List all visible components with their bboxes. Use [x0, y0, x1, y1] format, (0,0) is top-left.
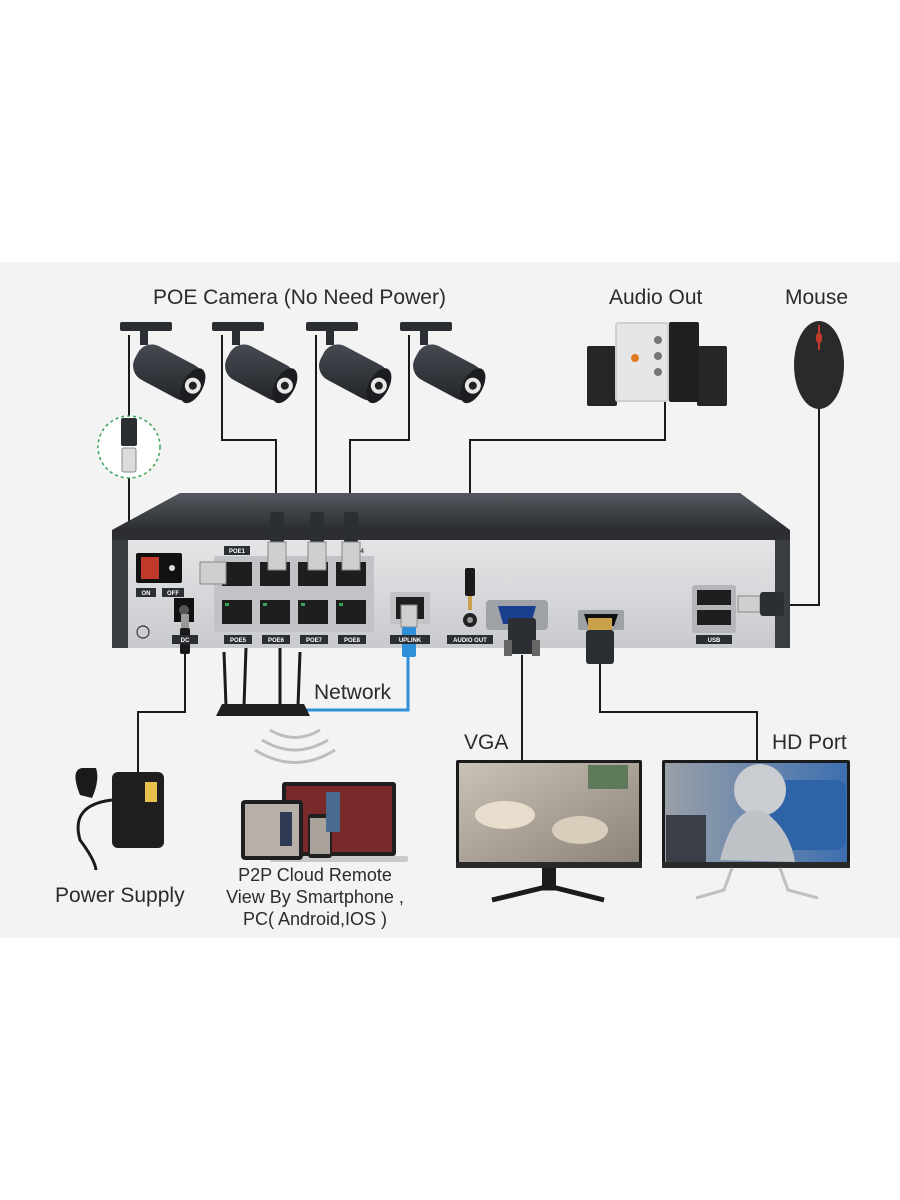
mouse-label: Mouse — [785, 286, 849, 309]
vga-label: VGA — [464, 731, 509, 754]
power-cable — [137, 650, 186, 772]
mouse-icon — [794, 321, 844, 409]
p2p-line-1: P2P Cloud Remote — [238, 865, 392, 885]
dc-plug — [180, 614, 190, 654]
vga-plug — [504, 618, 540, 656]
poe-camera-3 — [306, 322, 392, 404]
label-poe4: 4 — [360, 549, 364, 555]
vga-monitor — [456, 760, 642, 903]
power-adapter-icon — [75, 768, 164, 871]
network-cable — [300, 655, 410, 712]
label-off: OFF — [167, 591, 179, 597]
power-supply-label: Power Supply — [55, 884, 185, 907]
label-poe7: POE7 — [306, 638, 323, 644]
hd-port-label: HD Port — [772, 731, 847, 754]
p2p-description: P2P Cloud Remote View By Smartphone , PC… — [220, 864, 410, 930]
hdmi-plug — [586, 618, 614, 664]
router-icon — [216, 647, 310, 716]
p2p-line-2: View By Smartphone , — [226, 887, 404, 907]
wifi-signal-icon — [254, 728, 336, 764]
poe-camera-title: POE Camera (No Need Power) — [153, 286, 446, 309]
label-on: ON — [142, 591, 151, 597]
hd-monitor — [662, 760, 850, 900]
label-poe8: POE8 — [344, 638, 361, 644]
p2p-line-3: PC( Android,IOS ) — [242, 909, 388, 929]
poe-camera-4 — [400, 322, 486, 404]
label-audio-out-port: AUDIO OUT — [453, 638, 487, 644]
hdmi-cable — [599, 660, 758, 760]
label-dc: DC — [181, 638, 190, 644]
label-poe6: POE6 — [268, 638, 285, 644]
poe-camera-1 — [120, 322, 206, 404]
network-plug — [400, 604, 418, 657]
audio-plug — [465, 568, 475, 610]
poe-camera-2 — [212, 322, 298, 404]
rj45-plugs — [199, 512, 361, 585]
audio-out-label: Audio Out — [609, 286, 703, 309]
laptop-phone-tablet-icon — [241, 782, 408, 862]
label-poe5: POE5 — [230, 638, 247, 644]
label-uplink: UPLINK — [399, 638, 422, 644]
nvr-panel-labels: POE1 4 POE5 POE6 POE7 POE8 UPLINK AUDIO … — [136, 546, 732, 644]
label-usb: USB — [708, 638, 721, 644]
rj45-connector-detail — [97, 415, 161, 479]
network-label: Network — [314, 681, 392, 704]
usb-plug — [737, 592, 784, 616]
label-poe1: POE1 — [229, 549, 246, 555]
nvr-recorder — [112, 493, 790, 648]
speaker-icon — [587, 322, 727, 406]
